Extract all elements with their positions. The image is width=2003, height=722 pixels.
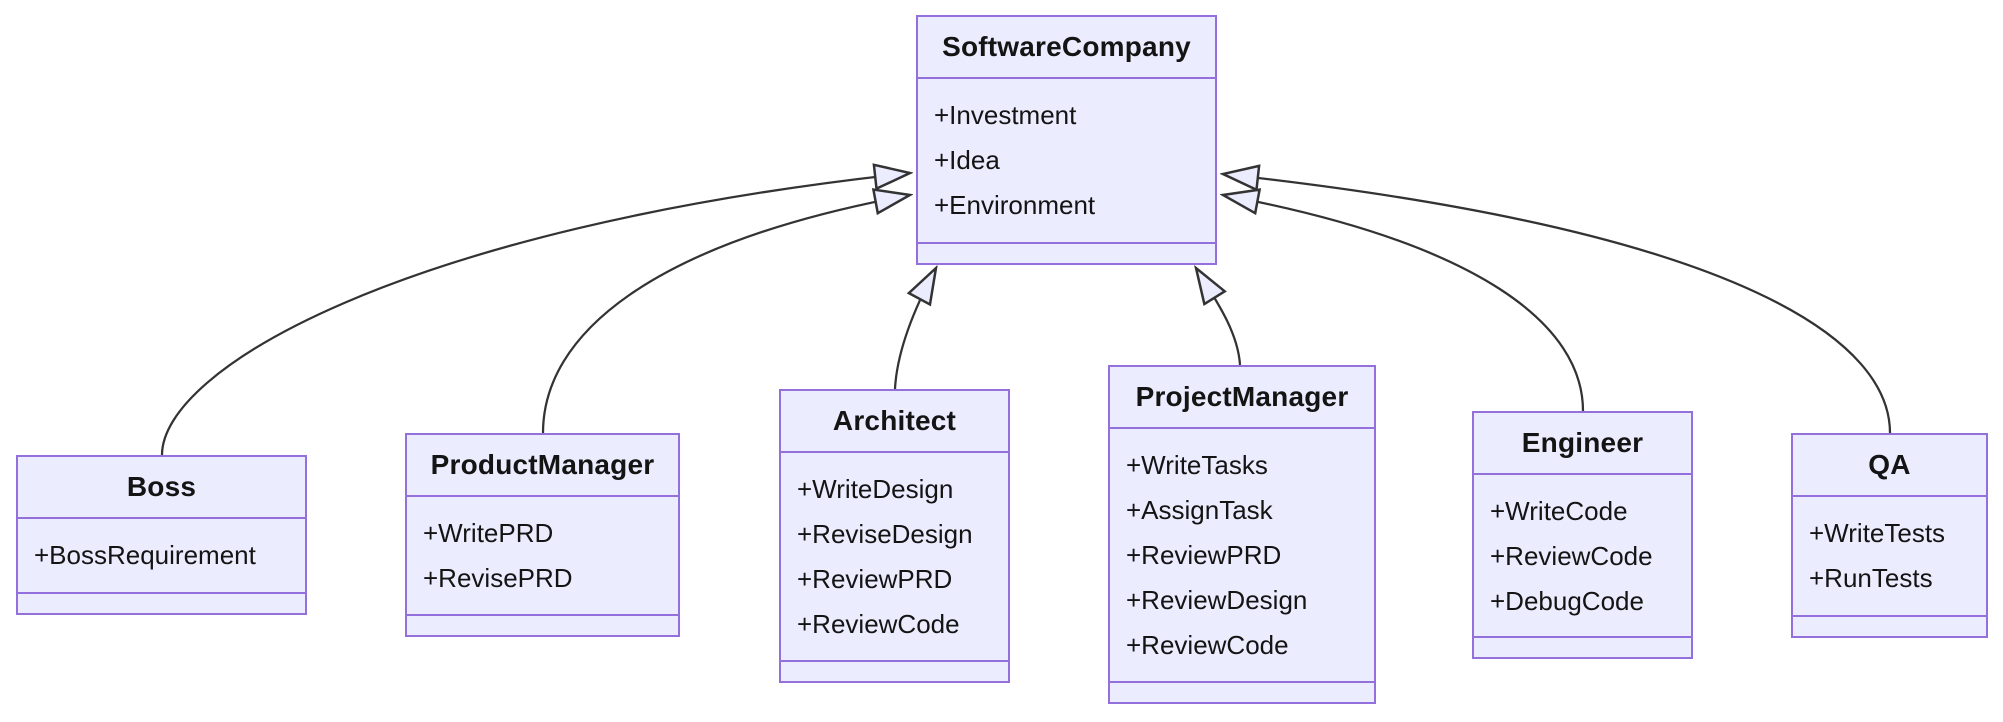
edge-architect-inherits-softwarecompany xyxy=(893,268,936,390)
class-productmanager: ProductManager +WritePRD +RevisePRD xyxy=(405,433,680,637)
class-attribute: +Investment xyxy=(934,100,1077,130)
class-softwarecompany-methods-empty xyxy=(918,242,1215,263)
class-projectmanager-methods-empty xyxy=(1110,681,1374,702)
class-attribute: +WritePRD xyxy=(423,518,554,548)
class-attribute: +ReviewPRD xyxy=(1126,540,1282,570)
class-boss-methods-empty xyxy=(18,592,305,613)
class-attribute: +RevisePRD xyxy=(423,563,573,593)
class-qa-title: QA xyxy=(1868,449,1911,480)
class-softwarecompany: SoftwareCompany +Investment +Idea +Envir… xyxy=(916,15,1217,265)
class-attribute: +RunTests xyxy=(1809,563,1933,593)
class-projectmanager-attributes: +WriteTasks +AssignTask +ReviewPRD +Revi… xyxy=(1110,427,1374,681)
class-attribute: +ReviseDesign xyxy=(797,519,973,549)
class-attribute: +DebugCode xyxy=(1490,586,1644,616)
class-productmanager-methods-empty xyxy=(407,614,678,635)
class-attribute: +Environment xyxy=(934,190,1096,220)
class-softwarecompany-attributes: +Investment +Idea +Environment xyxy=(918,77,1215,242)
class-productmanager-title: ProductManager xyxy=(430,449,655,480)
class-engineer-attributes: +WriteCode +ReviewCode +DebugCode xyxy=(1474,473,1691,636)
class-qa-attributes: +WriteTests +RunTests xyxy=(1793,495,1986,615)
class-productmanager-attributes: +WritePRD +RevisePRD xyxy=(407,495,678,614)
class-attribute: +BossRequirement xyxy=(34,540,256,570)
class-architect-methods-empty xyxy=(781,660,1008,681)
class-attribute: +ReviewPRD xyxy=(797,564,953,594)
class-attribute: +ReviewCode xyxy=(1126,630,1289,660)
class-attribute: +WriteTasks xyxy=(1126,450,1268,480)
class-qa-methods-empty xyxy=(1793,615,1986,636)
class-projectmanager-title: ProjectManager xyxy=(1135,381,1349,412)
class-attribute: +AssignTask xyxy=(1126,495,1273,525)
class-architect-attributes: +WriteDesign +ReviseDesign +ReviewPRD +R… xyxy=(781,451,1008,660)
class-architect-title: Architect xyxy=(832,405,957,436)
class-projectmanager: ProjectManager +WriteTasks +AssignTask +… xyxy=(1108,365,1376,704)
class-qa: QA +WriteTests +RunTests xyxy=(1791,433,1988,638)
class-engineer-title: Engineer xyxy=(1521,427,1644,458)
class-attribute: +WriteTests xyxy=(1809,518,1946,548)
class-attribute: +Idea xyxy=(934,145,1000,175)
class-engineer: Engineer +WriteCode +ReviewCode +DebugCo… xyxy=(1472,411,1693,659)
edge-projectmanager-inherits-softwarecompany xyxy=(1196,268,1242,366)
class-boss-attributes: +BossRequirement xyxy=(18,517,305,592)
class-engineer-methods-empty xyxy=(1474,636,1691,657)
class-boss: Boss +BossRequirement xyxy=(16,455,307,615)
class-boss-title: Boss xyxy=(126,471,197,502)
class-softwarecompany-title: SoftwareCompany xyxy=(942,31,1191,62)
class-attribute: +WriteDesign xyxy=(797,474,954,504)
class-attribute: +WriteCode xyxy=(1490,496,1628,526)
class-attribute: +ReviewCode xyxy=(1490,541,1653,571)
class-architect: Architect +WriteDesign +ReviseDesign +Re… xyxy=(779,389,1010,683)
class-attribute: +ReviewCode xyxy=(797,609,960,639)
class-attribute: +ReviewDesign xyxy=(1126,585,1308,615)
